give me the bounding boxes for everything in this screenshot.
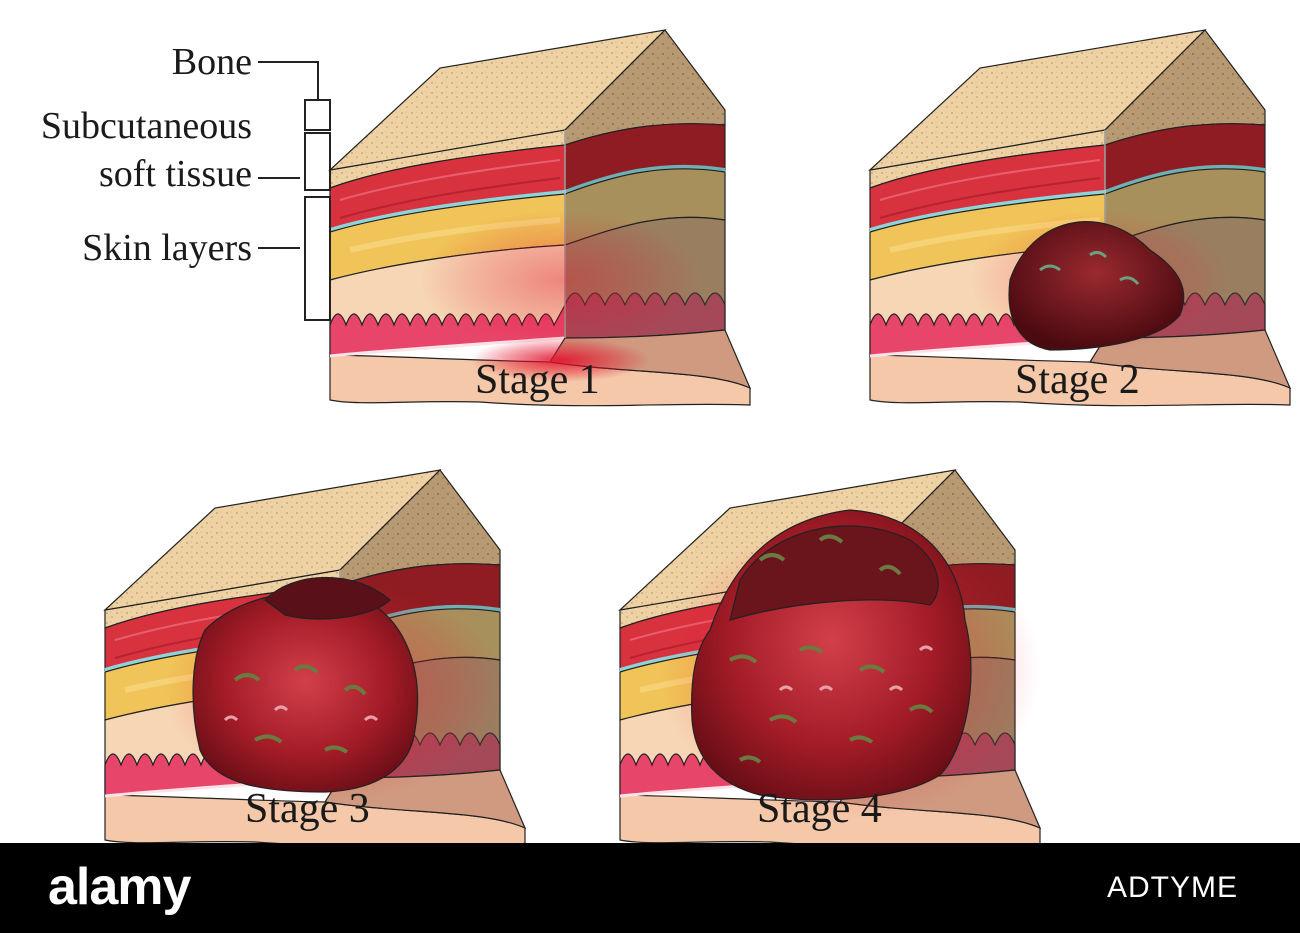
stage-4-label: Stage 4 bbox=[757, 786, 882, 832]
stage-1-label: Stage 1 bbox=[475, 357, 600, 403]
stage-2-label: Stage 2 bbox=[1015, 357, 1140, 403]
stage-4-block bbox=[620, 470, 1040, 843]
subcutaneous-label-line1: Subcutaneous bbox=[40, 105, 252, 147]
stage-2-ulcer bbox=[1008, 221, 1185, 351]
watermark-bar: alamy ADTYME bbox=[0, 843, 1300, 933]
stage-1-block bbox=[330, 30, 750, 406]
stage-3-label: Stage 3 bbox=[245, 786, 370, 832]
skin-layers-label: Skin layers bbox=[82, 227, 252, 269]
stage-1-redness bbox=[420, 210, 700, 350]
watermark-image-id: ADTYME bbox=[1106, 871, 1238, 904]
subcutaneous-label-line2: soft tissue bbox=[98, 153, 252, 195]
bone-label: Bone bbox=[171, 41, 252, 83]
stage-2-block bbox=[870, 30, 1290, 406]
layer-label-leaders bbox=[258, 61, 331, 321]
pressure-ulcer-stages-diagram bbox=[0, 0, 1300, 843]
stage-3-ulcer bbox=[192, 591, 419, 793]
stage-3-block bbox=[105, 470, 525, 843]
watermark-logo: alamy bbox=[48, 858, 191, 916]
